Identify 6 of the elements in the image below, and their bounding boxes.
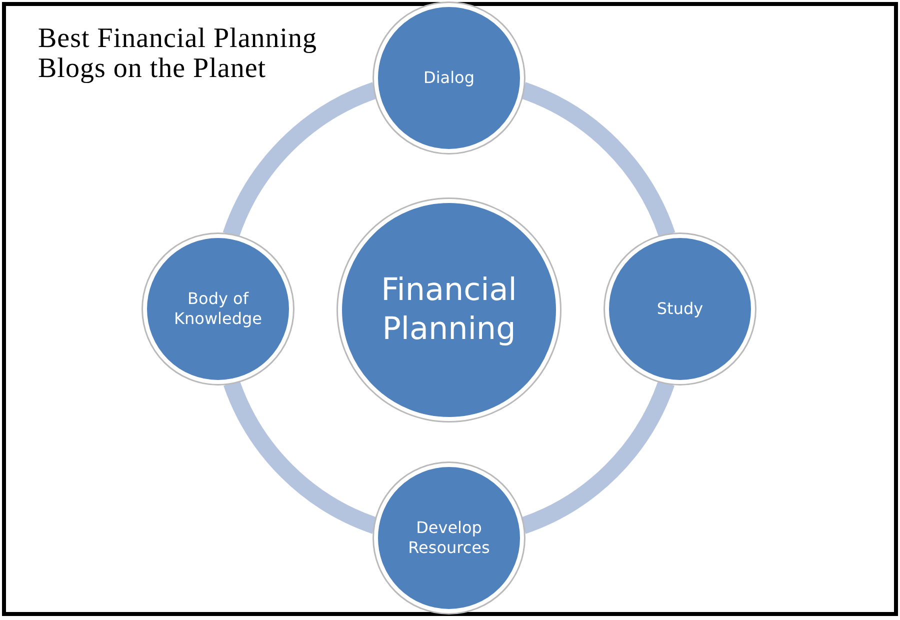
circle-label: Develop Resources <box>407 518 491 558</box>
title: Best Financial Planning Blogs on the Planet <box>38 24 318 84</box>
circle-label: Financial Planning <box>380 271 518 349</box>
circle-label: Study <box>656 299 704 319</box>
circle-label: Body of Knowledge <box>173 289 263 329</box>
circle-label: Dialog <box>424 68 474 88</box>
